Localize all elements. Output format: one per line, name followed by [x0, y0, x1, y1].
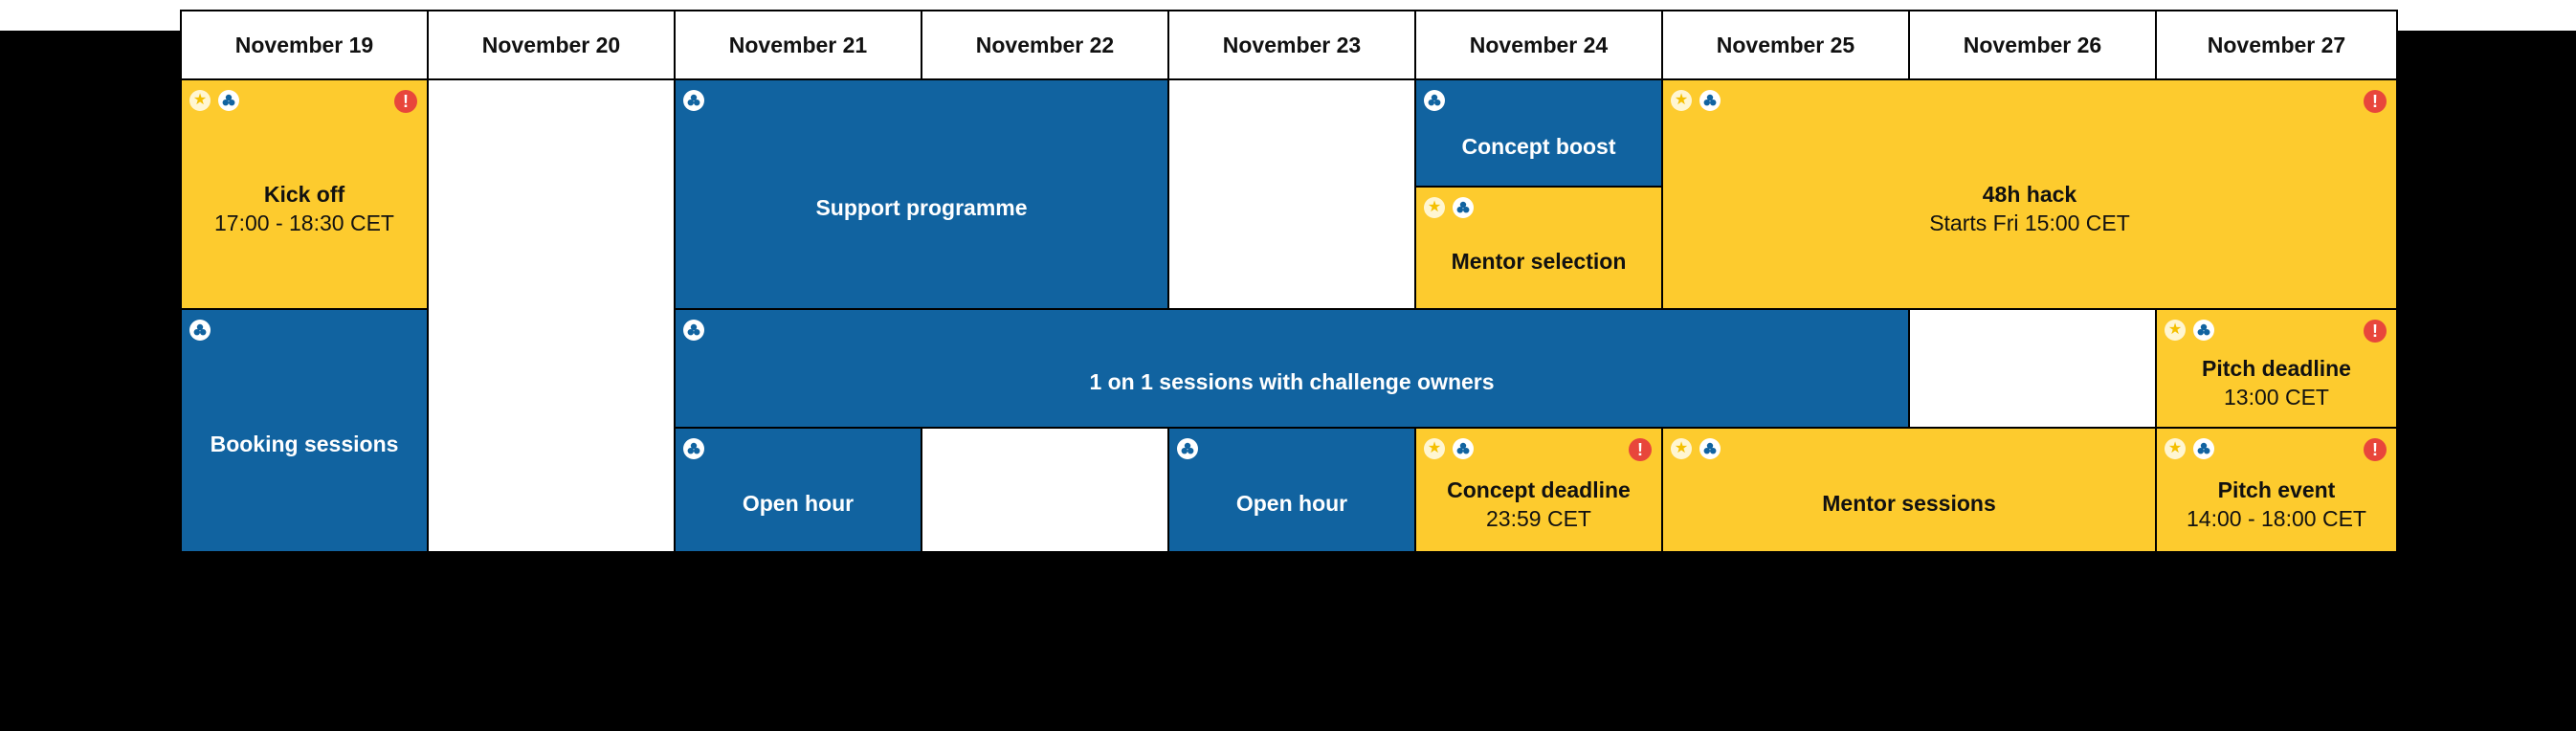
event-pitch-event[interactable]: ★ ! Pitch event 14:00 - 18:00 CET [2155, 427, 2398, 553]
day-header: November 21 [674, 10, 922, 80]
event-support-programme[interactable]: Support programme [674, 78, 1169, 310]
event-concept-deadline[interactable]: ★ ! Concept deadline 23:59 CET [1414, 427, 1663, 553]
day-header: November 20 [427, 10, 676, 80]
event-icons [1177, 438, 1198, 459]
event-title: Mentor sessions [1822, 491, 1996, 517]
day-header: November 23 [1167, 10, 1416, 80]
event-time: Starts Fri 15:00 CET [1929, 210, 2130, 235]
event-icons: ★ [2165, 320, 2214, 341]
alert-icon: ! [394, 90, 417, 113]
clover-icon [2193, 438, 2214, 459]
day-header: November 24 [1414, 10, 1663, 80]
event-title: Open hour [1235, 491, 1348, 517]
empty-slot [1908, 308, 2157, 429]
event-time: 17:00 - 18:30 CET [214, 210, 394, 235]
day-header: November 26 [1908, 10, 2157, 80]
day-header: November 25 [1661, 10, 1910, 80]
event-title: 48h hack [1982, 181, 2077, 207]
empty-slot [1167, 78, 1416, 310]
clover-icon [1424, 90, 1445, 111]
event-title: Pitch deadline [2202, 355, 2351, 381]
clover-icon [2193, 320, 2214, 341]
event-title: 1 on 1 sessions with challenge owners [1089, 369, 1495, 395]
day-header: November 22 [921, 10, 1169, 80]
alert-icon: ! [1629, 438, 1652, 461]
event-icons: ★ [1424, 197, 1474, 218]
event-icons: ★ [1424, 438, 1474, 459]
event-title: Booking sessions [210, 432, 399, 457]
event-icons: ★ [2165, 438, 2214, 459]
star-icon: ★ [189, 90, 211, 111]
event-title: Mentor selection [1451, 249, 1627, 275]
event-icons [683, 438, 704, 459]
event-concept-boost[interactable]: Concept boost [1414, 78, 1663, 188]
clover-icon [218, 90, 239, 111]
event-mentor-sessions[interactable]: ★ Mentor sessions [1661, 427, 2157, 553]
clover-icon [1453, 438, 1474, 459]
event-kick-off[interactable]: ★ ! Kick off 17:00 - 18:30 CET [180, 78, 429, 310]
alert-icon: ! [2364, 438, 2387, 461]
clover-icon [683, 320, 704, 341]
event-title: Open hour [742, 491, 855, 517]
alert-icon: ! [2364, 90, 2387, 113]
clover-icon [1453, 197, 1474, 218]
clover-icon [683, 90, 704, 111]
clover-icon [683, 438, 704, 459]
event-title: Pitch event [2217, 476, 2336, 502]
alert-icon: ! [2364, 320, 2387, 343]
event-one-on-one-sessions[interactable]: 1 on 1 sessions with challenge owners [674, 308, 1910, 429]
event-icons [1424, 90, 1445, 111]
day-header: November 19 [180, 10, 429, 80]
clover-icon [1699, 438, 1721, 459]
event-title: Kick off [263, 181, 345, 207]
star-icon: ★ [1671, 90, 1692, 111]
clover-icon [1699, 90, 1721, 111]
event-48h-hack[interactable]: ★ ! 48h hack Starts Fri 15:00 CET [1661, 78, 2398, 310]
event-title: Concept boost [1461, 134, 1616, 160]
star-icon: ★ [1671, 438, 1692, 459]
event-icons [189, 320, 211, 341]
event-open-hour[interactable]: Open hour [1167, 427, 1416, 553]
event-icons: ★ [189, 90, 239, 111]
event-time: 14:00 - 18:00 CET [2187, 505, 2366, 531]
schedule-grid: November 19 November 20 November 21 Nove… [180, 10, 2398, 553]
empty-slot [921, 427, 1169, 553]
event-icons [683, 320, 704, 341]
event-title: Support programme [815, 195, 1028, 221]
empty-slot [427, 78, 676, 553]
event-time: 13:00 CET [2224, 384, 2329, 410]
clover-icon [189, 320, 211, 341]
star-icon: ★ [1424, 197, 1445, 218]
star-icon: ★ [2165, 320, 2186, 341]
clover-icon [1177, 438, 1198, 459]
event-mentor-selection[interactable]: ★ Mentor selection [1414, 186, 1663, 310]
star-icon: ★ [1424, 438, 1445, 459]
star-icon: ★ [2165, 438, 2186, 459]
day-header: November 27 [2155, 10, 2398, 80]
event-time: 23:59 CET [1486, 505, 1591, 531]
event-pitch-deadline[interactable]: ★ ! Pitch deadline 13:00 CET [2155, 308, 2398, 429]
event-open-hour[interactable]: Open hour [674, 427, 922, 553]
event-booking-sessions[interactable]: Booking sessions [180, 308, 429, 553]
event-icons: ★ [1671, 438, 1721, 459]
event-icons [683, 90, 704, 111]
event-icons: ★ [1671, 90, 1721, 111]
event-title: Concept deadline [1447, 476, 1631, 502]
